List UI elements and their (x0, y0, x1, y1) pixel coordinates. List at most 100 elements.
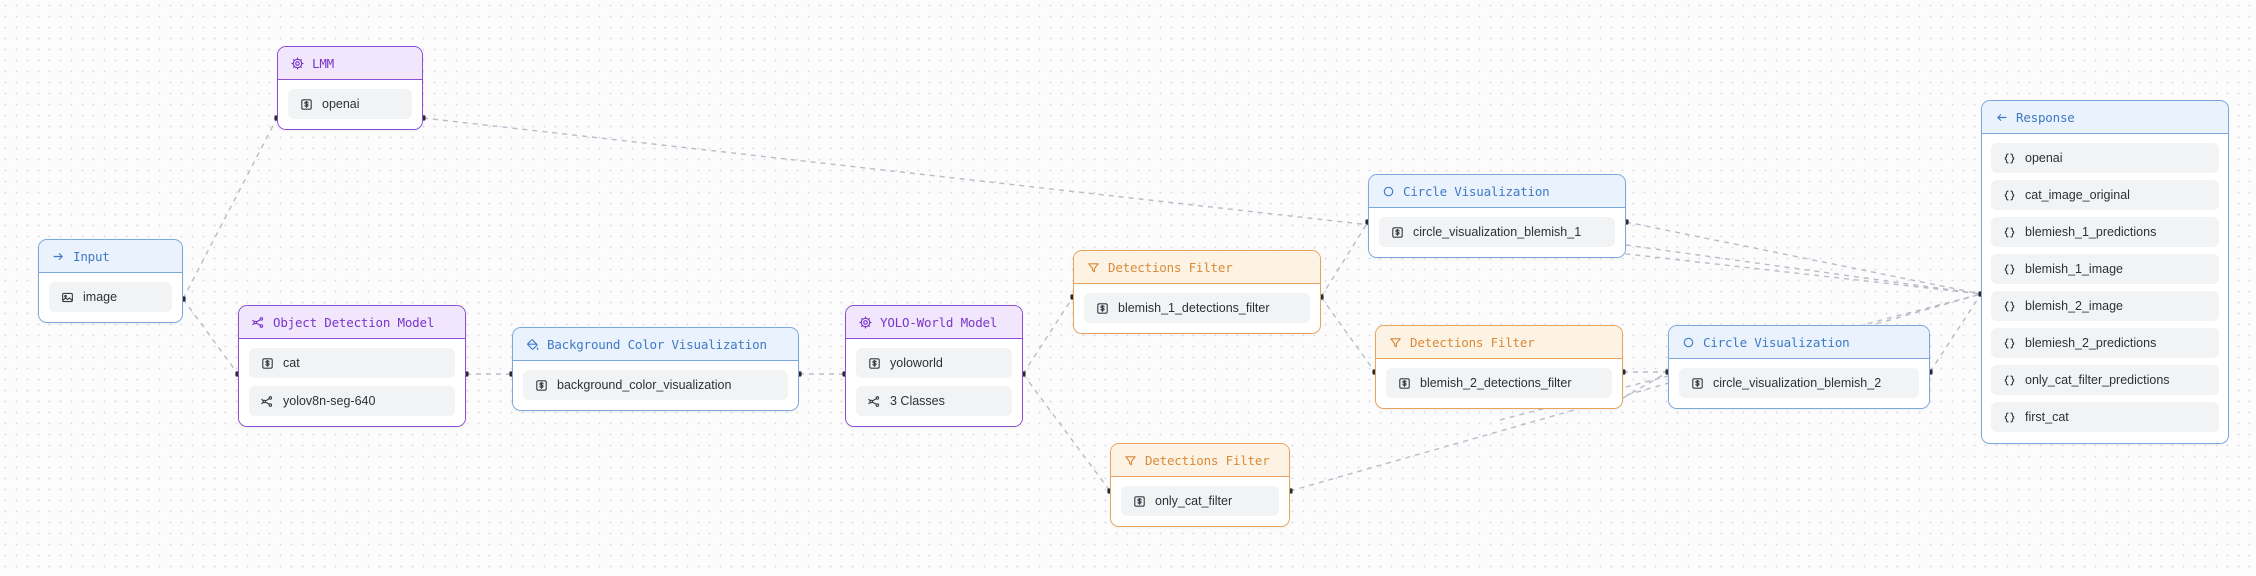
node-background-color-visualization[interactable]: Background Color Visualization background… (512, 327, 799, 411)
node-field-row[interactable]: cat (249, 348, 455, 378)
response-output-item[interactable]: blemiesh_2_predictions (1991, 328, 2219, 358)
node-circle-visualization-blemish-2[interactable]: Circle Visualization circle_visualization… (1668, 325, 1930, 409)
response-output-item[interactable]: only_cat_filter_predictions (1991, 365, 2219, 395)
arrow-left-icon (1995, 111, 2008, 124)
node-field-row[interactable]: background_color_visualization (523, 370, 788, 400)
node-title: Object Detection Model (273, 315, 435, 330)
field-label: only_cat_filter_predictions (2025, 373, 2170, 387)
node-detections-filter-blemish-2[interactable]: Detections Filter blemish_2_detections_fi… (1375, 325, 1623, 409)
node-detections-filter-blemish-1[interactable]: Detections Filter blemish_1_detections_fi… (1073, 250, 1321, 334)
edge (1622, 371, 1669, 399)
node-body-detections-filter-only-cat: only_cat_filter (1111, 477, 1289, 526)
node-header-detections-filter-blemish-2[interactable]: Detections Filter (1376, 326, 1622, 359)
json-braces-icon (2002, 262, 2016, 276)
json-braces-icon (2002, 410, 2016, 424)
edge (182, 117, 278, 300)
dollar-box-icon (1132, 494, 1146, 508)
field-label: circle_visualization_blemish_1 (1413, 225, 1582, 239)
node-header-detections-filter-blemish-1[interactable]: Detections Filter (1074, 251, 1320, 284)
edge (1929, 293, 1982, 373)
node-title: Detections Filter (1410, 335, 1535, 350)
response-output-item[interactable]: first_cat (1991, 402, 2219, 432)
field-label: yolov8n-seg-640 (283, 394, 376, 408)
node-field-row[interactable]: circle_visualization_blemish_2 (1679, 368, 1919, 398)
node-header-detections-filter-only-cat[interactable]: Detections Filter (1111, 444, 1289, 477)
node-object-detection-model[interactable]: Object Detection Model cat yolov8n-seg-640 (238, 305, 466, 427)
dollar-box-icon (1390, 225, 1404, 239)
node-field-row[interactable]: openai (288, 89, 412, 119)
node-lmm[interactable]: LMM openai (277, 46, 423, 130)
node-header-lmm[interactable]: LMM (278, 47, 422, 80)
node-header-yolo-world-model[interactable]: YOLO-World Model (846, 306, 1022, 339)
response-output-item[interactable]: openai (1991, 143, 2219, 173)
edge (1320, 221, 1369, 298)
node-title: Detections Filter (1108, 260, 1233, 275)
funnel-icon (1124, 454, 1137, 467)
node-title: Input (73, 249, 110, 264)
circle-icon (1382, 185, 1395, 198)
node-title: Detections Filter (1145, 453, 1270, 468)
node-body-yolo-world-model: yoloworld 3 Classes (846, 339, 1022, 426)
node-header-background-color-visualization[interactable]: Background Color Visualization (513, 328, 798, 361)
node-field-row[interactable]: yolov8n-seg-640 (249, 386, 455, 416)
funnel-icon (1389, 336, 1402, 349)
field-label: blemiesh_2_predictions (2025, 336, 2157, 350)
node-yolo-world-model[interactable]: YOLO-World Model yoloworld 3 Classes (845, 305, 1023, 427)
field-label: blemish_1_image (2025, 262, 2123, 276)
dollar-box-icon (260, 356, 274, 370)
model-graph-icon (867, 394, 881, 408)
field-label: background_color_visualization (557, 378, 732, 392)
node-body-background-color-visualization: background_color_visualization (513, 361, 798, 410)
json-braces-icon (2002, 336, 2016, 350)
node-header-circle-visualization-blemish-1[interactable]: Circle Visualization (1369, 175, 1625, 208)
node-title: Background Color Visualization (547, 337, 767, 352)
node-header-response[interactable]: Response (1982, 101, 2228, 134)
node-header-circle-visualization-blemish-2[interactable]: Circle Visualization (1669, 326, 1929, 359)
json-braces-icon (2002, 188, 2016, 202)
node-field-row[interactable]: blemish_1_detections_filter (1084, 293, 1310, 323)
gear-icon (291, 57, 304, 70)
node-title: Response (2016, 110, 2075, 125)
node-title: YOLO-World Model (880, 315, 998, 330)
response-output-item[interactable]: blemish_1_image (1991, 254, 2219, 284)
field-label: 3 Classes (890, 394, 945, 408)
node-header-input[interactable]: Input (39, 240, 182, 273)
node-field-row[interactable]: only_cat_filter (1121, 486, 1279, 516)
node-input[interactable]: Input image (38, 239, 183, 323)
field-label: blemish_2_image (2025, 299, 2123, 313)
node-body-response: openai cat_image_original blemiesh_1_predi… (1982, 134, 2228, 443)
json-braces-icon (2002, 299, 2016, 313)
node-body-detections-filter-blemish-1: blemish_1_detections_filter (1074, 284, 1320, 333)
dollar-box-icon (1095, 301, 1109, 315)
dollar-box-icon (867, 356, 881, 370)
node-header-object-detection-model[interactable]: Object Detection Model (239, 306, 465, 339)
node-field-row[interactable]: blemish_2_detections_filter (1386, 368, 1612, 398)
json-braces-icon (2002, 373, 2016, 387)
edge (1022, 373, 1111, 492)
node-body-circle-visualization-blemish-2: circle_visualization_blemish_2 (1669, 359, 1929, 408)
node-field-row[interactable]: image (49, 282, 172, 312)
edge (182, 298, 239, 375)
node-circle-visualization-blemish-1[interactable]: Circle Visualization circle_visualization… (1368, 174, 1626, 258)
node-field-row[interactable]: circle_visualization_blemish_1 (1379, 217, 1615, 247)
node-response[interactable]: Response openai cat_image_original blemiesh… (1981, 100, 2229, 444)
field-label: cat_image_original (2025, 188, 2130, 202)
node-field-row[interactable]: 3 Classes (856, 386, 1012, 416)
json-braces-icon (2002, 225, 2016, 239)
node-body-lmm: openai (278, 80, 422, 129)
node-title: Circle Visualization (1703, 335, 1850, 350)
node-field-row[interactable]: yoloworld (856, 348, 1012, 378)
paint-bucket-icon (526, 338, 539, 351)
field-label: blemiesh_1_predictions (2025, 225, 2157, 239)
node-detections-filter-only-cat[interactable]: Detections Filter only_cat_filter (1110, 443, 1290, 527)
field-label: yoloworld (890, 356, 943, 370)
field-label: blemish_1_detections_filter (1118, 301, 1270, 315)
json-braces-icon (2002, 151, 2016, 165)
response-output-item[interactable]: blemish_2_image (1991, 291, 2219, 321)
node-title: Circle Visualization (1403, 184, 1550, 199)
field-label: first_cat (2025, 410, 2069, 424)
response-output-item[interactable]: blemiesh_1_predictions (1991, 217, 2219, 247)
response-output-item[interactable]: cat_image_original (1991, 180, 2219, 210)
dollar-box-icon (1397, 376, 1411, 390)
